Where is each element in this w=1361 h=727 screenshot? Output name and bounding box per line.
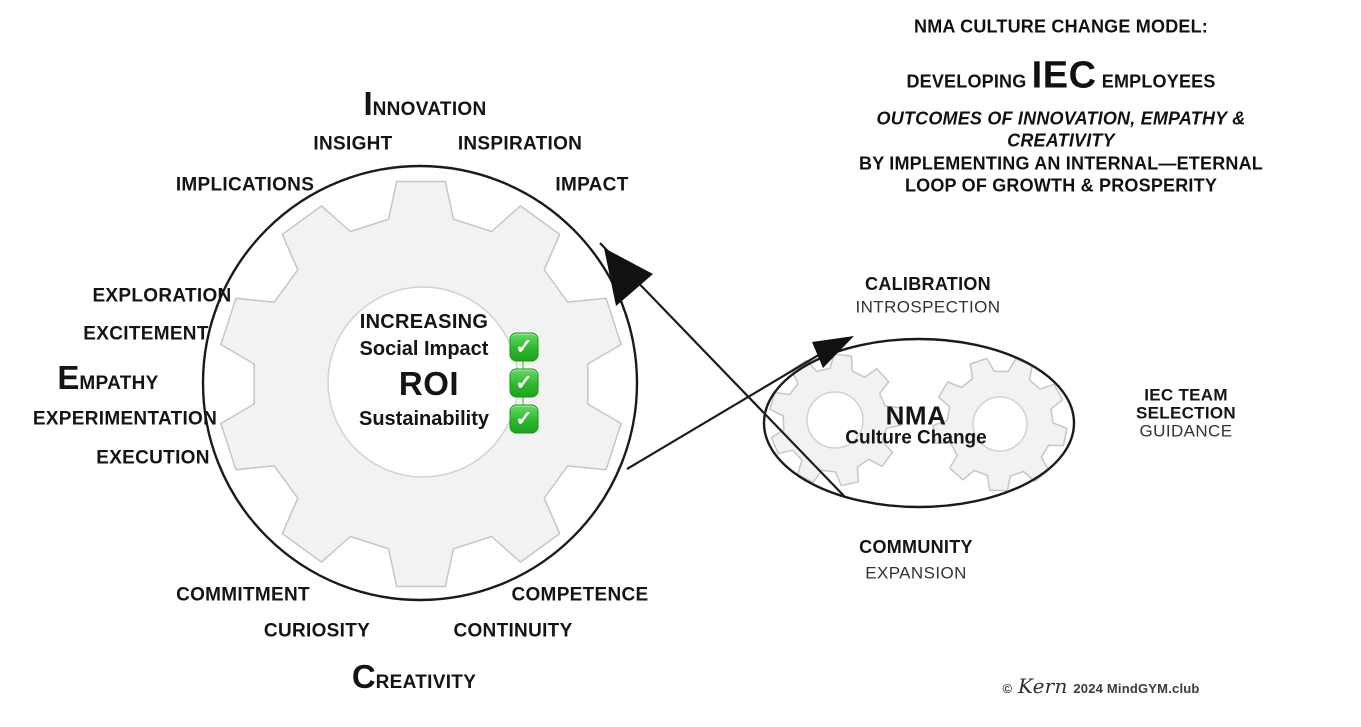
- ring-label-experimentation: EXPERIMENTATION: [32, 408, 218, 430]
- title-line-5: BY IMPLEMENTING AN INTERNAL—ETERNAL: [858, 153, 1264, 174]
- small-loop-label-community: COMMUNITY: [859, 537, 973, 558]
- check-glyph: ✓: [515, 335, 533, 359]
- belt-line-lower: [626, 352, 823, 470]
- center-item-social-impact: Social Impact: [359, 338, 489, 360]
- center-item-sustainability: Sustainability: [358, 408, 490, 430]
- ring-label-innovation: INNOVATION: [363, 84, 487, 122]
- big-loop-arrowhead-icon: [604, 248, 653, 306]
- ring-label-insight: INSIGHT: [313, 133, 393, 155]
- creativity-initial: C: [351, 657, 376, 695]
- title-line-4: CREATIVITY: [1007, 130, 1115, 151]
- check-glyph: ✓: [515, 371, 533, 395]
- side-label-iec-team: IEC TEAM: [1144, 385, 1228, 405]
- title-employees: EMPLOYEES: [1096, 71, 1216, 92]
- ring-label-inspiration: INSPIRATION: [457, 133, 583, 155]
- author-signature: Kern: [1018, 674, 1068, 698]
- side-label-selection: SELECTION: [1136, 403, 1236, 423]
- creativity-rest: REATIVITY: [375, 671, 477, 693]
- small-loop-core-nma: NMA: [885, 400, 947, 431]
- checkmark-icon-social-impact: ✓: [509, 332, 539, 362]
- title-line-3: OUTCOMES OF INNOVATION, EMPATHY &: [876, 108, 1246, 129]
- small-loop-ellipse: [762, 337, 1076, 509]
- small-loop-label-calibration: CALIBRATION: [865, 274, 991, 295]
- checkmark-icon-roi: ✓: [509, 368, 539, 398]
- check-glyph: ✓: [515, 407, 533, 431]
- center-item-roi: ROI: [398, 364, 460, 402]
- small-gear-right-hub: [972, 396, 1028, 452]
- copyright-line: © Kern 2024 MindGYM.club: [1002, 674, 1199, 698]
- innovation-rest: NNOVATION: [372, 98, 487, 120]
- ring-label-empathy: EMPATHY: [57, 358, 159, 396]
- big-loop-circle: [201, 164, 639, 602]
- title-iec-acronym: IEC: [1031, 54, 1097, 97]
- ring-label-impact: IMPACT: [555, 174, 629, 196]
- ring-label-competence: COMPETENCE: [511, 584, 649, 606]
- ring-label-execution: EXECUTION: [96, 447, 210, 469]
- ring-label-creativity: CREATIVITY: [351, 657, 477, 695]
- side-label-guidance: GUIDANCE: [1139, 421, 1233, 441]
- small-gear-left-hub: [806, 391, 864, 449]
- ring-label-commitment: COMMITMENT: [176, 584, 310, 606]
- title-line-2: DEVELOPING IEC EMPLOYEES: [906, 55, 1215, 98]
- empathy-rest: MPATHY: [79, 372, 159, 394]
- small-loop-arrowhead-icon: [812, 336, 854, 368]
- small-loop-label-introspection: INTROSPECTION: [855, 297, 1001, 317]
- copyright-symbol: ©: [1002, 681, 1013, 696]
- title-line-6: LOOP OF GROWTH & PROSPERITY: [904, 175, 1218, 196]
- ring-label-curiosity: CURIOSITY: [263, 620, 371, 642]
- small-loop-core-culture-change: Culture Change: [845, 427, 987, 449]
- small-loop-label-expansion: EXPANSION: [865, 563, 967, 583]
- title-line-1: NMA CULTURE CHANGE MODEL:: [914, 16, 1208, 37]
- center-heading: INCREASING: [359, 311, 489, 333]
- checkmark-icon-sustainability: ✓: [509, 404, 539, 434]
- belt-line-upper: [599, 242, 846, 498]
- innovation-initial: I: [363, 84, 373, 122]
- empathy-initial: E: [57, 358, 80, 396]
- title-developing: DEVELOPING: [906, 71, 1032, 92]
- ring-label-exploration: EXPLORATION: [92, 285, 232, 307]
- ring-label-excitement: EXCITEMENT: [83, 323, 209, 345]
- ring-label-implications: IMPLICATIONS: [175, 174, 315, 196]
- ring-label-continuity: CONTINUITY: [453, 620, 573, 642]
- copyright-suffix: 2024 MindGYM.club: [1069, 681, 1200, 696]
